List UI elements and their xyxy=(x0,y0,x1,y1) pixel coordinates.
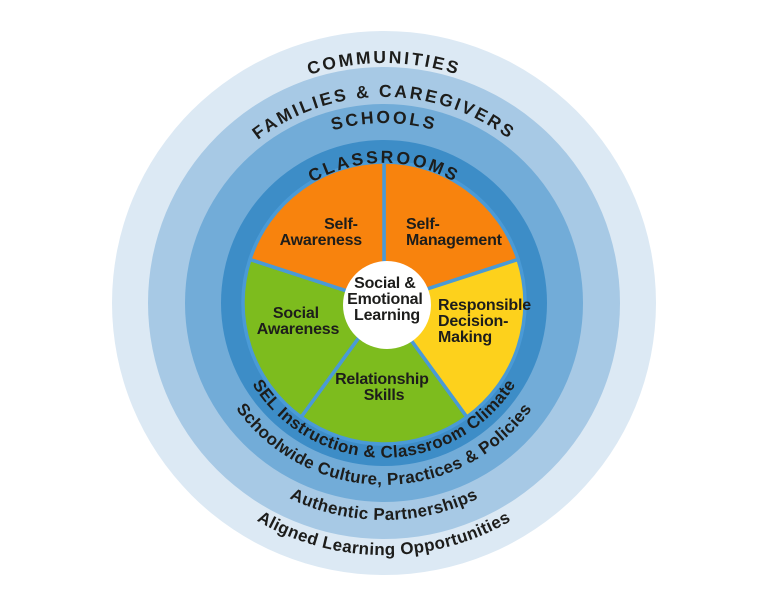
pie-label-line: Responsible xyxy=(438,297,531,314)
pie-label-line: Social xyxy=(273,305,319,322)
competency-pie xyxy=(241,160,527,446)
pie-label-social-awareness: Social Awareness xyxy=(257,305,340,338)
center-label-line: Social & xyxy=(354,275,416,292)
pie-label-line: Skills xyxy=(364,387,405,404)
slice-self-management xyxy=(382,160,520,305)
pie-label-line: Self- xyxy=(324,216,358,233)
pie-label-line: Management xyxy=(406,232,503,249)
pie-label-line: Self- xyxy=(406,216,440,233)
pie-label-self-management: Self- Management xyxy=(406,216,503,249)
svg-text:Social & Emotional: Social & Emotional Learning xyxy=(347,275,427,324)
pie-label-line: Awareness xyxy=(257,321,340,338)
pie-label-relationship-skills: Relationship Skills xyxy=(335,371,433,404)
center-label-line: Emotional xyxy=(347,291,423,308)
center-label-line: Learning xyxy=(354,307,420,324)
slice-relationship-skills xyxy=(299,301,469,446)
pie-label-line: Awareness xyxy=(280,232,363,249)
slice-self-awareness xyxy=(248,160,386,305)
pie-labels: Self- Awareness Self- Management Respons… xyxy=(257,216,535,404)
sel-center-circle xyxy=(343,261,431,349)
pie-label-line: Decision- xyxy=(438,313,508,330)
sel-center-label: Social & Emotional Learning xyxy=(347,275,427,324)
pie-label-line: Relationship xyxy=(335,371,429,388)
pie-label-self-awareness: Self- Awareness xyxy=(280,216,363,249)
pie-label-line: Making xyxy=(438,329,492,346)
pie-label-responsible-decision-making: Responsible Decision- Making xyxy=(438,297,535,346)
